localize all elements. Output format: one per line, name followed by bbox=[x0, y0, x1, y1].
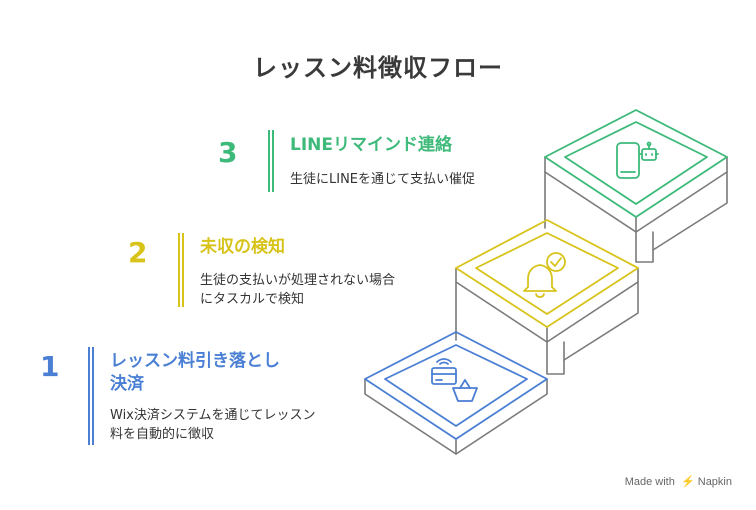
napkin-watermark: Made with ⚡ Napkin bbox=[625, 475, 732, 488]
staircase-structure bbox=[364, 156, 728, 455]
step-2-platform bbox=[455, 219, 639, 328]
napkin-logo-icon: ⚡ bbox=[677, 476, 695, 488]
step-1-platform bbox=[364, 331, 548, 440]
bell-check-icon bbox=[523, 252, 566, 298]
made-with-label: Made with bbox=[624, 476, 675, 488]
step-1-heading-line-1: レッスン料引き落とし bbox=[110, 351, 280, 371]
step-1-bar bbox=[88, 347, 94, 445]
card-basket-icon bbox=[431, 358, 478, 402]
step-2-description-line-2: にタスカルで検知 bbox=[200, 292, 305, 307]
step-2-description-line-1: 生徒の支払いが処理されない場合 bbox=[200, 273, 396, 288]
step-3-description: 生徒にLINEを通じて支払い催促 bbox=[290, 172, 476, 187]
step-2-bar bbox=[178, 233, 184, 307]
step-3-number: 3 bbox=[218, 136, 238, 169]
phone-bot-icon bbox=[616, 141, 659, 179]
step-2-heading: 未収の検知 bbox=[200, 237, 285, 257]
step-1-number: 1 bbox=[40, 350, 60, 383]
step-3-bar bbox=[268, 130, 274, 192]
step-1-description-line-1: Wix決済システムを通じてレッスン bbox=[110, 408, 316, 423]
step-1-heading-line-2: 決済 bbox=[110, 374, 144, 394]
napkin-brand: Napkin bbox=[697, 476, 732, 488]
step-1-description-line-2: 料を自動的に徴収 bbox=[110, 427, 215, 442]
step-2-number: 2 bbox=[128, 236, 148, 269]
step-3-platform bbox=[544, 109, 728, 218]
step-3-heading: LINEリマインド連絡 bbox=[290, 135, 452, 155]
page-title: レッスン料徴収フロー bbox=[253, 54, 503, 82]
